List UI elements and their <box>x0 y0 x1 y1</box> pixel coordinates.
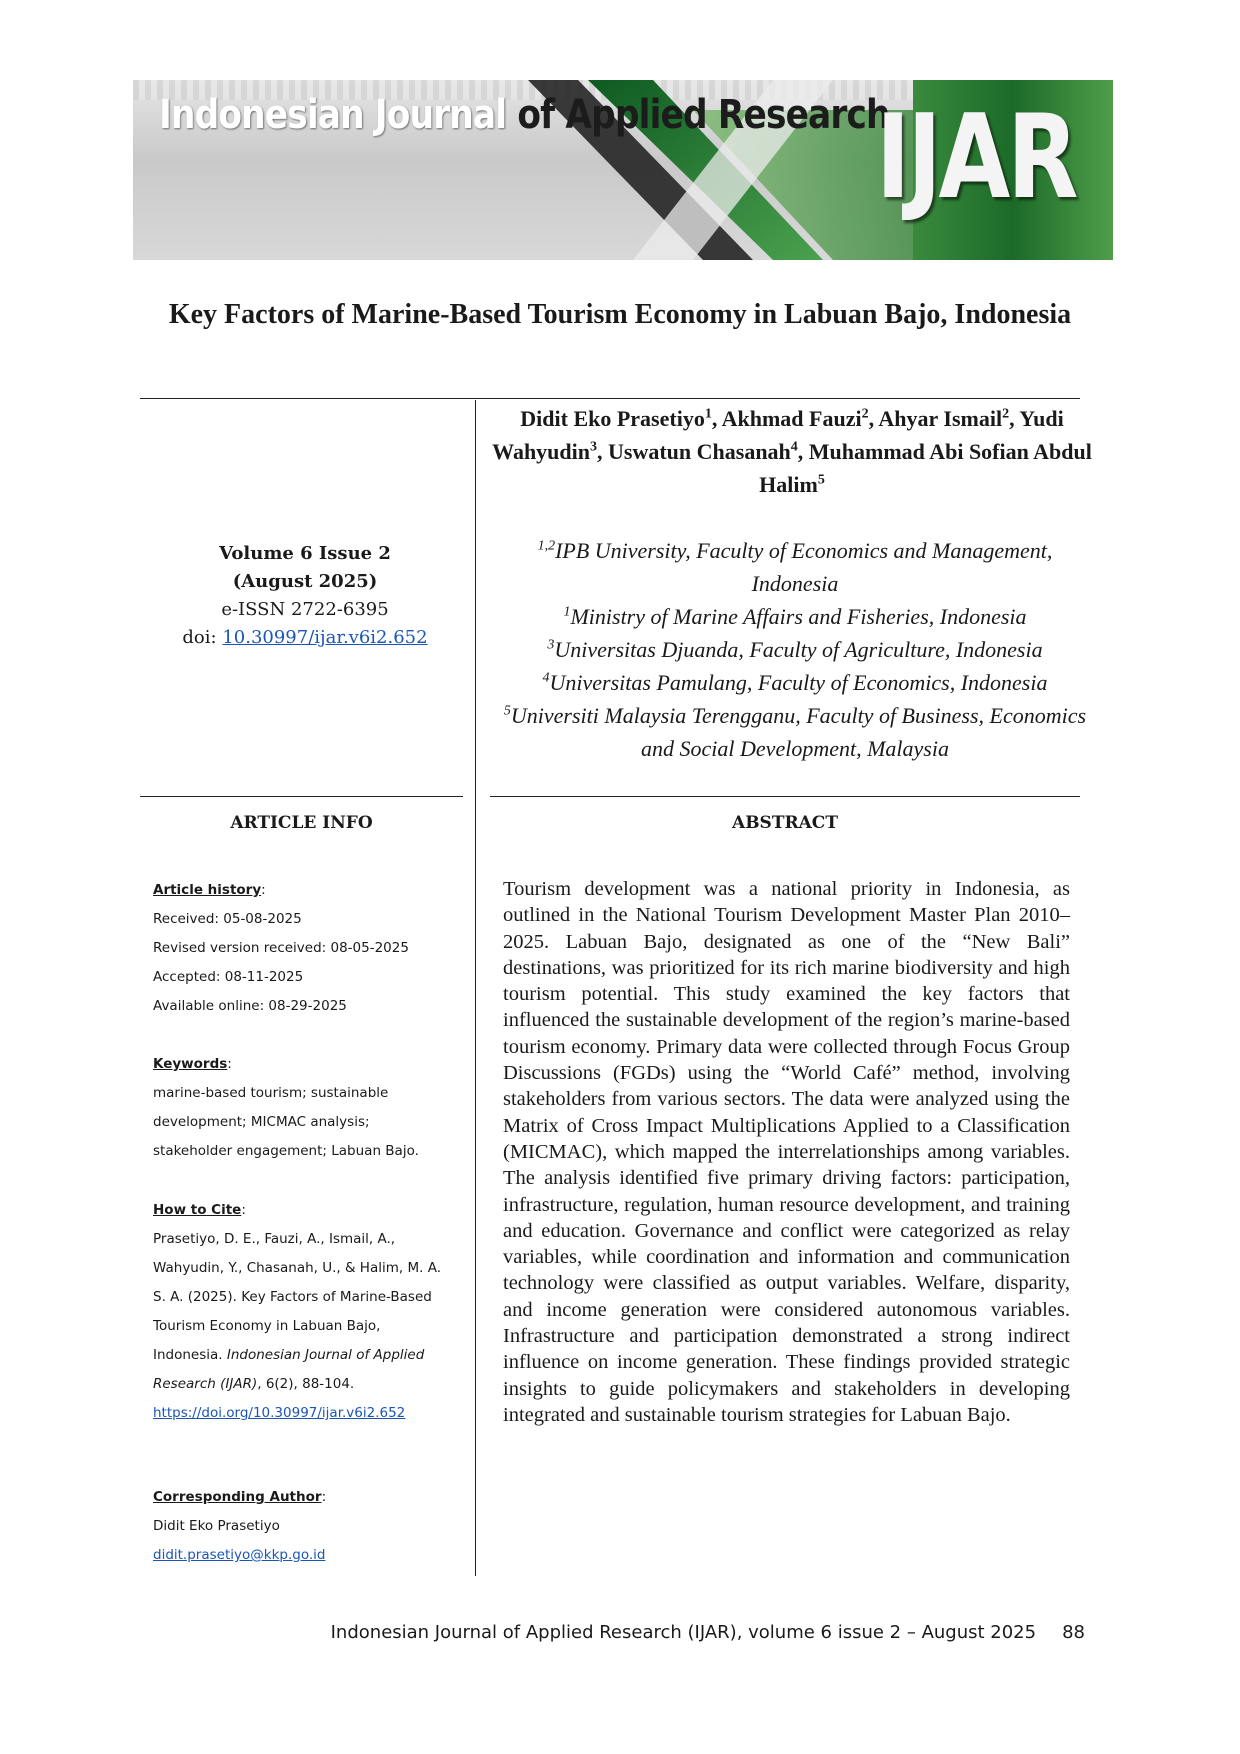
affiliation-text: Ministry of Marine Affairs and Fisheries… <box>570 604 1027 629</box>
journal-banner-title: Indonesian Journal of Applied Research <box>159 92 891 138</box>
right-section-rule <box>490 796 1080 797</box>
author-name: Ahyar Ismail <box>878 406 1003 431</box>
abstract-text: Tourism development was a national prior… <box>503 878 1070 1426</box>
keywords-block: Keywords: marine-based tourism; sustaina… <box>153 1050 463 1166</box>
how-to-cite-block: How to Cite: Prasetiyo, D. E., Fauzi, A.… <box>153 1196 463 1428</box>
author-name: Akhmad Fauzi <box>721 406 862 431</box>
author-affiliation-mark: 2 <box>861 406 869 422</box>
history-label: Article history <box>153 882 262 898</box>
affiliation-mark: 3 <box>547 637 555 653</box>
history-label-row: Article history: <box>153 882 266 898</box>
journal-name-part1: Indonesian Journal <box>159 92 507 138</box>
available-date: Available online: 08-29-2025 <box>153 998 347 1014</box>
citation-url[interactable]: https://doi.org/10.30997/ijar.v6i2.652 <box>153 1405 406 1421</box>
page-footer: Indonesian Journal of Applied Research (… <box>0 1622 1085 1643</box>
doi-link[interactable]: 10.30997/ijar.v6i2.652 <box>222 627 428 648</box>
affiliation-list: 1,2IPB University, Faculty of Economics … <box>500 534 1090 765</box>
affiliation-text: Universitas Pamulang, Faculty of Economi… <box>549 670 1048 695</box>
journal-name-part2: of Applied Research <box>517 92 890 138</box>
journal-logo: IJAR <box>875 90 1078 225</box>
affiliation-item: 3Universitas Djuanda, Faculty of Agricul… <box>500 633 1090 666</box>
journal-banner: Indonesian Journal of Applied Research I… <box>133 80 1113 260</box>
affiliation-item: 1Ministry of Marine Affairs and Fisherie… <box>500 600 1090 633</box>
volume-issue: Volume 6 Issue 2 <box>219 543 391 564</box>
author-affiliation-mark: 3 <box>590 439 597 455</box>
doi-line: doi: 10.30997/ijar.v6i2.652 <box>145 624 465 652</box>
author-name: Yudi Wahyudin <box>492 406 1064 464</box>
abstract-heading: ABSTRACT <box>732 813 838 833</box>
affiliation-text: IPB University, Faculty of Economics and… <box>555 538 1053 596</box>
revised-date: Revised version received: 08-05-2025 <box>153 940 409 956</box>
author-separator: , <box>597 439 608 464</box>
footer-journal: Indonesian Journal of Applied Research (… <box>330 1622 1037 1643</box>
keywords-text: marine-based tourism; sustainable develo… <box>153 1085 419 1159</box>
banner-graphic <box>528 80 1113 260</box>
citation-body: Prasetiyo, D. E., Fauzi, A., Ismail, A.,… <box>153 1231 441 1363</box>
author-label-row: Corresponding Author: <box>153 1489 327 1505</box>
author-affiliation-mark: 2 <box>1002 406 1010 422</box>
author-list: Didit Eko Prasetiyo1, Akhmad Fauzi2, Ahy… <box>492 402 1092 501</box>
keywords-label-row: Keywords: <box>153 1056 232 1072</box>
affiliation-mark: 4 <box>542 670 550 686</box>
article-info: Article history: Received: 05-08-2025 Re… <box>153 876 463 1021</box>
author-name: Didit Eko Prasetiyo <box>520 406 705 431</box>
column-divider <box>475 400 476 1576</box>
citation-journal: Indonesian Journal of Applied Research (… <box>153 1347 425 1392</box>
corresponding-author-label: Corresponding Author <box>153 1489 322 1505</box>
author-name: Uswatun Chasanah <box>608 439 791 464</box>
page-number: 88 <box>1062 1622 1085 1643</box>
author-affiliation-mark: 4 <box>790 439 798 455</box>
article-title: Key Factors of Marine-Based Tourism Econ… <box>168 299 1072 330</box>
author-separator: , <box>868 406 879 431</box>
affiliation-mark: 1,2 <box>537 538 556 554</box>
author-separator: , <box>1009 406 1020 431</box>
corresponding-author-block: Corresponding Author: Didit Eko Prasetiy… <box>153 1483 463 1570</box>
citation-pages: , 6(2), 88-104. <box>257 1376 355 1392</box>
accepted-date: Accepted: 08-11-2025 <box>153 969 304 985</box>
author-affiliation-mark: 5 <box>817 472 825 488</box>
affiliation-text: Universiti Malaysia Terengganu, Faculty … <box>510 703 1087 761</box>
citation-text: Prasetiyo, D. E., Fauzi, A., Ismail, A.,… <box>153 1225 443 1428</box>
top-rule <box>140 398 1080 399</box>
author-separator: , <box>711 406 722 431</box>
left-section-rule <box>140 796 463 797</box>
author-separator: , <box>797 439 809 464</box>
volume-info: Volume 6 Issue 2 (August 2025) e-ISSN 27… <box>145 540 465 652</box>
cite-label: How to Cite <box>153 1202 242 1218</box>
received-date: Received: 05-08-2025 <box>153 911 302 927</box>
author-affiliation-mark: 1 <box>704 406 712 422</box>
doi-label: doi: <box>182 627 217 648</box>
author-name: Muhammad Abi Sofian Abdul Halim <box>759 439 1092 497</box>
corresponding-author-email[interactable]: didit.prasetiyo@kkp.go.id <box>153 1547 326 1563</box>
affiliation-item: 4Universitas Pamulang, Faculty of Econom… <box>500 666 1090 699</box>
affiliation-mark: 5 <box>503 703 511 719</box>
article-info-heading: ARTICLE INFO <box>230 813 373 833</box>
affiliation-mark: 1 <box>563 604 571 620</box>
cite-label-row: How to Cite: <box>153 1202 246 1218</box>
eissn: e-ISSN 2722-6395 <box>221 599 389 620</box>
issue-date: (August 2025) <box>232 571 378 592</box>
corresponding-author-name: Didit Eko Prasetiyo <box>153 1518 280 1534</box>
affiliation-item: 5Universiti Malaysia Terengganu, Faculty… <box>500 699 1090 765</box>
affiliation-item: 1,2IPB University, Faculty of Economics … <box>500 534 1090 600</box>
keywords-label: Keywords <box>153 1056 228 1072</box>
email-row: didit.prasetiyo@kkp.go.id <box>153 1541 463 1570</box>
affiliation-text: Universitas Djuanda, Faculty of Agricult… <box>554 637 1043 662</box>
